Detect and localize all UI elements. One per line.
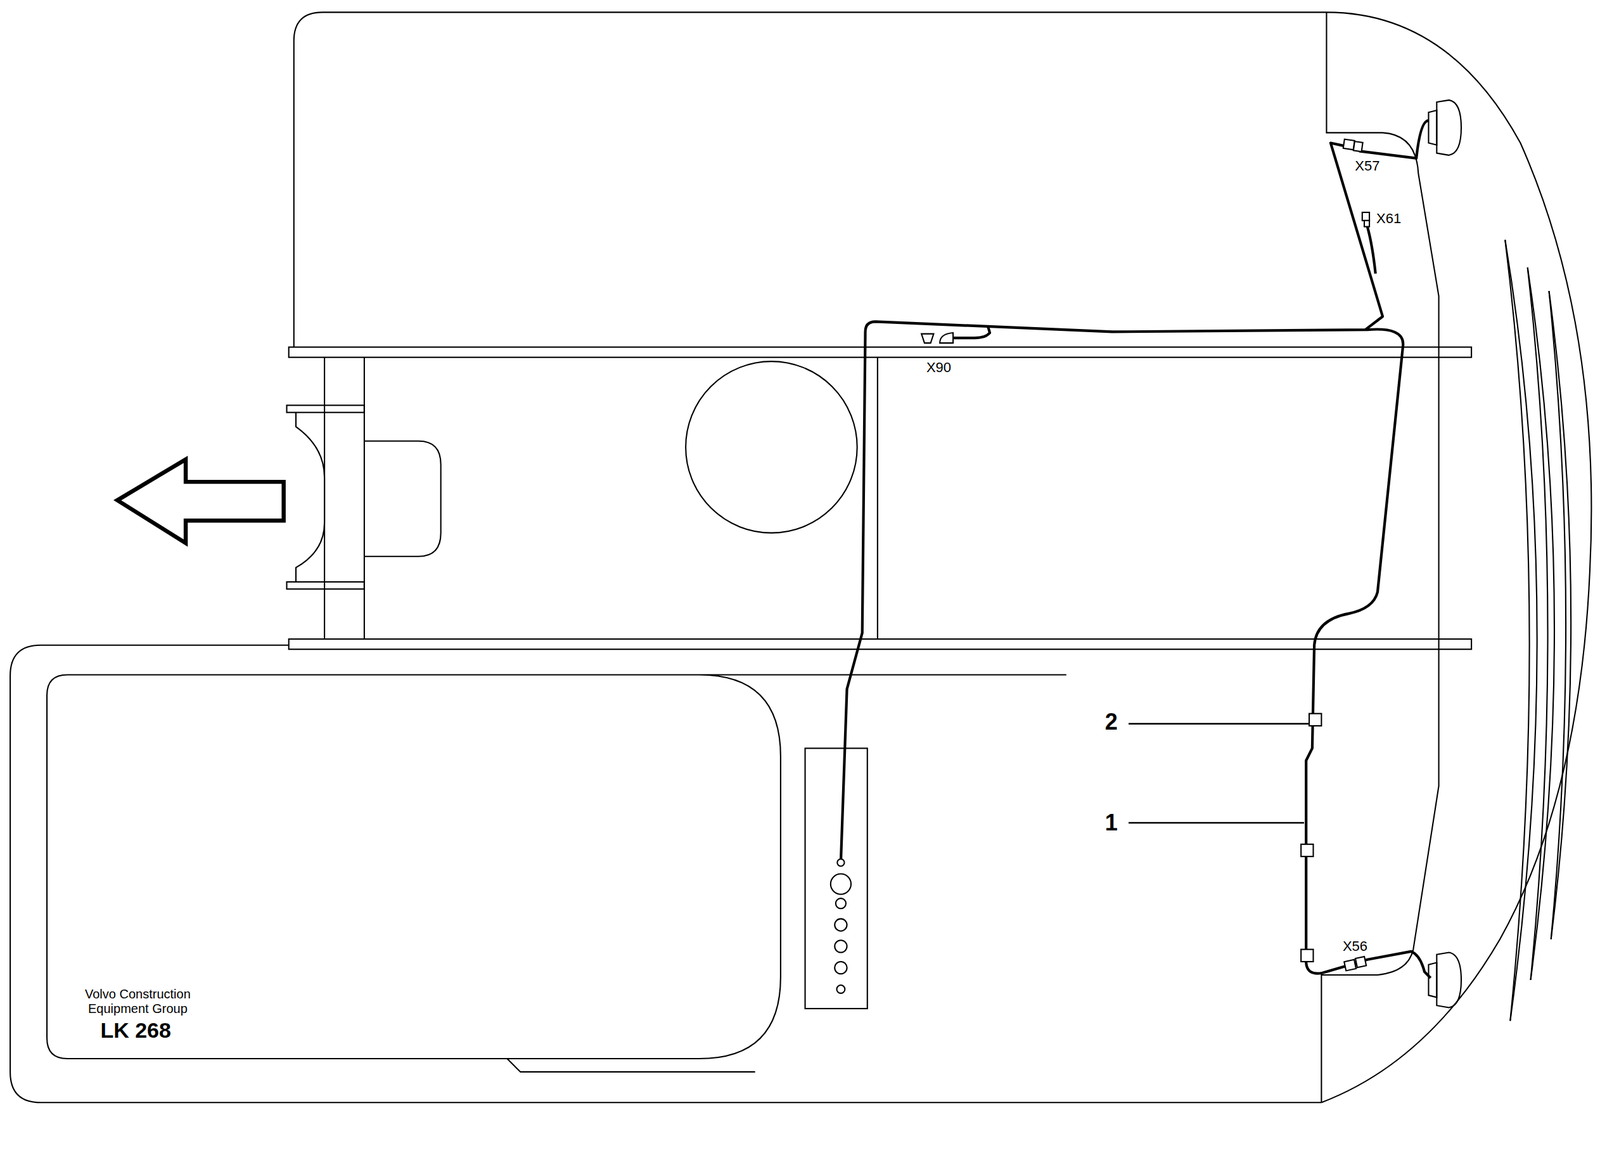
work-lamp <box>1436 951 1462 1007</box>
switch <box>830 873 852 895</box>
leader-line <box>1128 722 1310 725</box>
switch <box>834 961 847 974</box>
wire-branch <box>1359 120 1429 159</box>
frame-rail <box>288 347 1472 358</box>
vent <box>1527 267 1555 980</box>
slew-ring <box>685 361 858 533</box>
switch <box>834 918 847 931</box>
work-lamp <box>1428 962 1437 998</box>
cable-clip <box>1309 713 1322 726</box>
connector <box>1362 212 1370 221</box>
connector <box>1364 220 1370 227</box>
switch <box>836 984 845 993</box>
vent <box>1504 239 1537 1021</box>
superstructure-outline <box>294 12 1592 1102</box>
wire-harness <box>840 321 1431 978</box>
work-lamp <box>1436 100 1462 156</box>
wire-branch <box>1330 143 1383 331</box>
control-panel <box>805 747 868 1009</box>
wire-end <box>837 858 845 866</box>
boom-foot <box>295 412 325 582</box>
boom-plate <box>287 404 365 412</box>
vent <box>1527 267 1549 980</box>
connector-name: X57 <box>1354 158 1380 175</box>
switch <box>834 939 847 952</box>
connector-name: X61 <box>1376 210 1402 227</box>
frame-line <box>363 357 365 639</box>
direction-arrow <box>117 459 284 544</box>
leader-line <box>1128 821 1305 824</box>
connector <box>1355 956 1367 967</box>
callout-number: 1 <box>1105 809 1118 836</box>
cable-clip <box>1300 949 1313 962</box>
work-lamp <box>1428 110 1437 146</box>
boom-foot <box>364 441 442 557</box>
callout-number: 2 <box>1105 708 1118 735</box>
connector <box>921 333 934 343</box>
switch <box>835 897 846 909</box>
vent <box>1548 290 1566 940</box>
publisher-name: Volvo Construction Equipment Group <box>58 986 217 1016</box>
cab-outline <box>10 645 1322 1102</box>
connector <box>1353 141 1364 152</box>
drawing-number: LK 268 <box>100 1018 172 1044</box>
connector <box>1344 959 1357 971</box>
connector <box>1343 139 1355 151</box>
cab-interior <box>46 674 1067 1058</box>
cable-clip <box>1300 844 1313 857</box>
boom-plate <box>287 581 365 589</box>
cab-line <box>506 1058 755 1072</box>
connector-name: X56 <box>1342 937 1368 954</box>
frame-line <box>876 357 879 639</box>
connector-name: X90 <box>926 359 952 376</box>
connector <box>939 332 954 343</box>
wire-branch <box>953 325 990 338</box>
vent <box>1548 290 1571 940</box>
wire-branch <box>1367 226 1376 274</box>
vent <box>1504 239 1530 1021</box>
frame-rail <box>288 638 1472 649</box>
